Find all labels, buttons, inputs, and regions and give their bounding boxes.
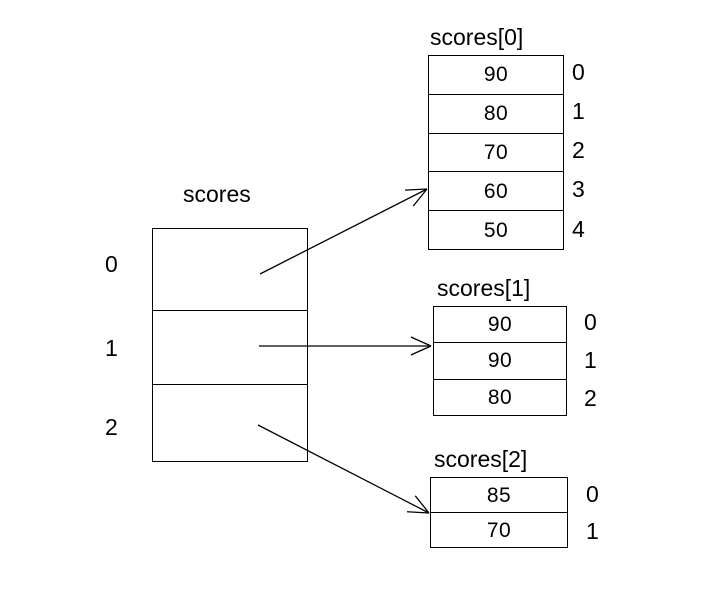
inner-array-0-box: 90 80 70 60 50 [428, 55, 564, 250]
inner-array-0-index-0: 0 [572, 59, 585, 85]
pointer-row-1-head-1 [410, 336, 432, 347]
inner-array-0-index-1: 1 [572, 98, 585, 124]
inner-array-0-cell-4: 50 [483, 218, 509, 242]
inner-array-1-cell-1: 90 [434, 343, 566, 380]
inner-array-0-index-4: 4 [572, 216, 585, 242]
inner-array-1-index-0: 0 [584, 309, 597, 335]
inner-array-2-caption: scores[2] [434, 446, 528, 472]
outer-array-cell-1 [153, 311, 307, 386]
outer-array-cell-2 [153, 385, 307, 461]
inner-array-0-cell-1: 80 [429, 95, 563, 134]
inner-array-0-cell-2: 70 [429, 134, 563, 173]
outer-array-caption: scores [183, 181, 251, 207]
inner-array-2-cell-0: 85 [431, 478, 567, 513]
inner-array-1-index-1: 1 [584, 347, 597, 373]
outer-index-label-2: 2 [105, 414, 118, 440]
inner-array-1-box: 90 90 80 [433, 306, 567, 416]
pointer-row-0-head-1 [404, 188, 428, 191]
outer-index-label-1: 1 [105, 335, 118, 361]
inner-array-1-index-2: 2 [584, 385, 597, 411]
inner-array-0-cell-0: 90 [429, 56, 563, 95]
outer-index-label-0: 0 [105, 251, 118, 277]
pointer-row-2-head-0 [406, 511, 430, 514]
inner-array-2-index-0: 0 [586, 481, 599, 507]
pointer-row-2-head-1 [414, 495, 430, 514]
inner-array-2-box: 85 70 [430, 477, 568, 548]
inner-array-1-cell-0: 90 [434, 307, 566, 344]
outer-array-box [152, 228, 308, 462]
inner-array-0-caption: scores[0] [430, 24, 524, 50]
pointer-row-1-head-0 [410, 345, 432, 356]
pointer-row-0-head-0 [412, 188, 428, 207]
inner-array-0-index-3: 3 [572, 176, 585, 202]
inner-array-2-index-1: 1 [586, 518, 599, 544]
inner-array-2-cell-1: 70 [486, 518, 512, 542]
inner-array-0-index-2: 2 [572, 137, 585, 163]
outer-array-cell-0 [153, 229, 307, 311]
inner-array-1-caption: scores[1] [437, 275, 531, 301]
inner-array-1-cell-2: 80 [487, 385, 513, 409]
inner-array-0-cell-3: 60 [429, 172, 563, 212]
